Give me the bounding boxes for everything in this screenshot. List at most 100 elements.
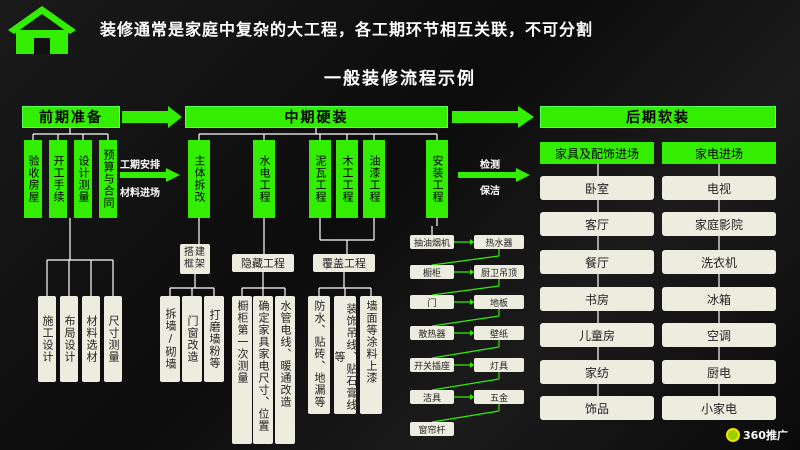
demolition-detail-label: 门窗改造 [186, 315, 199, 363]
install-item-right-label: 热水器 [485, 238, 513, 249]
prep-step: 验收房屋 [24, 140, 42, 218]
arrow-right-icon [458, 168, 530, 182]
install-item-right: 热水器 [474, 235, 524, 249]
install-item-left: 洁具 [410, 390, 454, 404]
connector-line [431, 315, 500, 327]
furniture-item-label: 餐厅 [584, 255, 609, 270]
furniture-item-label: 家纺 [584, 365, 609, 380]
sub-framework: 搭建框架 [180, 244, 210, 274]
furniture-item-label: 卧室 [584, 181, 609, 196]
arrow-right-icon [122, 106, 182, 128]
hardfit-step: 主体拆改 [188, 140, 210, 218]
prep-step-label: 验收房屋 [27, 155, 40, 203]
install-item-right-label: 灯具 [489, 361, 508, 372]
banner-title: 装修通常是家庭中复杂的大工程，各工期环节相互关联，不可分割 [100, 20, 594, 39]
furniture-item: 书房 [540, 287, 654, 311]
install-item-right-label: 地板 [489, 298, 508, 309]
arrow-right-icon [470, 394, 474, 400]
cover-works-detail: 装饰吊线、贴石膏线等 [333, 296, 358, 414]
furniture-item-label: 客厅 [584, 217, 609, 232]
prep-step: 预算与合同 [99, 140, 117, 218]
appliance-item-label: 空调 [706, 328, 731, 343]
prep-step: 设计测量 [74, 140, 92, 218]
install-item-left: 门 [410, 295, 454, 309]
furniture-item-label: 儿童房 [578, 328, 615, 343]
appliance-item: 家庭影院 [662, 212, 776, 236]
appliance-item-label: 家庭影院 [694, 217, 743, 232]
install-item-left-label: 抽油烟机 [413, 238, 450, 249]
prep-detail-label: 尺寸测量 [107, 315, 120, 363]
demolition-detail: 拆墙/砌墙 [160, 296, 180, 382]
appliance-header: 家电进场 [662, 142, 776, 164]
prep-detail-label: 材料选材 [85, 315, 98, 363]
appliance-item: 小家电 [662, 396, 776, 420]
hardfit-step-label: 水电工程 [258, 155, 271, 203]
prep-detail: 布局设计 [60, 296, 78, 382]
phase-header-softfit: 后期软装 [540, 106, 776, 128]
hidden-works-detail: 橱柜第一次测量 [232, 296, 252, 444]
arrow-right-icon [120, 168, 180, 182]
cover-works-detail-label: 墙面等涂料上漆 [365, 300, 378, 384]
prep-detail: 施工设计 [38, 296, 56, 382]
connector-line [431, 346, 500, 359]
arrow-right-icon [470, 330, 474, 336]
hardfit-step: 油漆工程 [363, 140, 385, 218]
furniture-item: 客厅 [540, 212, 654, 236]
house-icon [8, 6, 76, 54]
arrow-right-icon [470, 299, 474, 305]
cover-works-detail: 墙面等涂料上漆 [360, 296, 382, 414]
logo-360-icon [726, 428, 740, 442]
install-item-left-label: 洁具 [422, 393, 441, 404]
furniture-item: 饰品 [540, 396, 654, 420]
arrow-right-icon [470, 239, 474, 245]
connector-line [431, 285, 500, 296]
prep-detail-label: 布局设计 [63, 315, 76, 363]
install-item-right-label: 五金 [489, 393, 508, 404]
prep-step-label: 开工手续 [52, 155, 65, 203]
install-item-right: 壁纸 [474, 326, 524, 340]
install-item-left: 抽油烟机 [410, 235, 454, 249]
sub-framework-label: 搭建框架 [184, 247, 206, 270]
materials-label: 材料进场 [120, 188, 160, 199]
appliance-item-label: 小家电 [700, 401, 737, 416]
appliance-item: 电视 [662, 176, 776, 200]
phase-header-hardfit: 中期硬装 [185, 106, 448, 128]
furniture-header: 家具及配饰进场 [540, 142, 654, 164]
connector-line [431, 410, 500, 423]
hidden-works-detail: 水管电线、暖通改造 [275, 296, 295, 444]
install-item-left-label: 门 [427, 298, 437, 309]
hardfit-step: 水电工程 [253, 140, 275, 218]
arrow-right-icon [470, 269, 474, 275]
furniture-item-label: 饰品 [584, 401, 609, 416]
install-item-right: 地板 [474, 295, 524, 309]
appliance-item: 冰箱 [662, 287, 776, 311]
cover-works-detail-label: 防水、贴砖、地漏等 [313, 300, 326, 408]
prep-step-label: 预算与合同 [102, 149, 115, 209]
furniture-item: 卧室 [540, 176, 654, 200]
prep-detail-label: 施工设计 [41, 315, 54, 363]
hardfit-step-label: 木工工程 [341, 155, 354, 203]
install-item-right: 五金 [474, 390, 524, 404]
furniture-item-label: 书房 [584, 292, 609, 307]
hidden-works-detail-label: 确定家具家电尺寸、位置 [257, 300, 270, 432]
hidden-works-detail-label: 水管电线、暖通改造 [279, 300, 292, 408]
appliance-item-label: 厨电 [706, 365, 731, 380]
prep-step-label: 设计测量 [77, 155, 90, 203]
appliance-item-label: 电视 [706, 181, 731, 196]
hardfit-step: 木工工程 [336, 140, 358, 218]
connector-line [431, 378, 500, 391]
install-item-right: 厨卫吊顶 [474, 265, 524, 279]
install-item-left: 散热器 [410, 326, 454, 340]
appliance-item: 洗衣机 [662, 250, 776, 274]
cleaning-label: 保洁 [480, 186, 500, 197]
hardfit-step-label: 主体拆改 [193, 155, 206, 203]
cover-works-detail-label: 装饰吊线、贴石膏线等 [333, 303, 358, 411]
appliance-item: 空调 [662, 323, 776, 347]
hardfit-step-label: 安装工程 [431, 155, 444, 203]
connector-line [431, 255, 500, 266]
prep-detail: 尺寸测量 [104, 296, 122, 382]
sub-cover-works: 覆盖工程 [313, 254, 375, 272]
arrow-right-icon [470, 362, 474, 368]
